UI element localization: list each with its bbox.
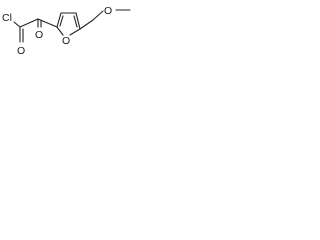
bond-layer [13,9,131,43]
bond-oring-c6 [69,28,81,36]
atom-label-ring-oxygen: O [62,35,70,47]
bond-c6-ch2 [79,19,94,30]
bond-c4-c3 [56,12,62,28]
atom-label-layer: Cl O O O O [2,5,112,57]
bond-c1-cl [13,21,21,28]
atom-label-chlorine: Cl [2,12,12,24]
atom-label-keto-oxygen: O [35,29,43,41]
bond-c5-c6-inner [73,15,78,28]
bond-c6-c5 [75,12,81,30]
atom-label-acyl-oxygen: O [17,45,25,57]
bond-ch2-oether [92,10,104,21]
bond-c3-c4-inner [59,15,64,27]
bond-c2-c3 [37,18,58,28]
atom-label-ether-oxygen: O [104,5,112,17]
structure-diagram: Cl O O O O [2,5,131,57]
bond-c1-c2 [19,18,39,28]
bond-c3-oring [56,26,64,36]
